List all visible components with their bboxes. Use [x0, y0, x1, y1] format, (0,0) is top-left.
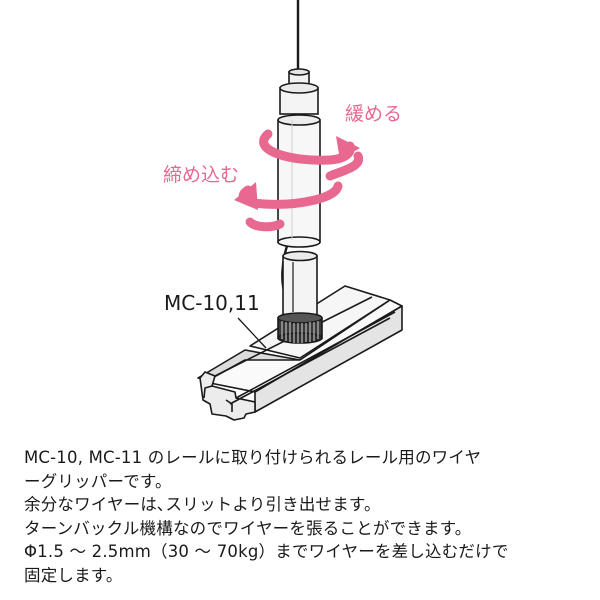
description-line-2: ーグリッパーです。 — [24, 471, 172, 491]
model-label: MC-10,11 — [164, 291, 260, 315]
description-line-6: 固定します。 — [24, 565, 123, 585]
turnbuckle-body — [277, 68, 321, 248]
description-line-1: MC-10, MC-11 のレールに取り付けられるレール用のワイヤ — [24, 448, 482, 467]
description-line-4: ターンバックル機構なのでワイヤーを張ることができます。 — [24, 518, 472, 538]
tighten-label: 締め込む — [163, 164, 239, 186]
description-line-3: 余分なワイヤーは､スリットより引き出せます。 — [24, 495, 381, 514]
loosen-label: 緩める — [345, 103, 402, 125]
tighten-arrowhead — [234, 182, 258, 210]
tighten-arrow-tail — [245, 217, 285, 232]
loosen-arrow-tail — [325, 151, 364, 181]
product-description: MC-10, MC-11 のレールに取り付けられるレール用のワイヤ ーグリッパー… — [24, 446, 584, 587]
model-leader-line — [237, 317, 267, 349]
gripper-lower — [277, 245, 323, 344]
loosen-arrowhead — [336, 136, 360, 160]
description-line-5: Φ1.5 ～ 2.5mm（30 ～ 70kg）までワイヤーを差し込むだけで — [24, 542, 509, 561]
wire-gripper-illustration: 緩める 締め込む MC-10,11 — [163, 0, 403, 421]
